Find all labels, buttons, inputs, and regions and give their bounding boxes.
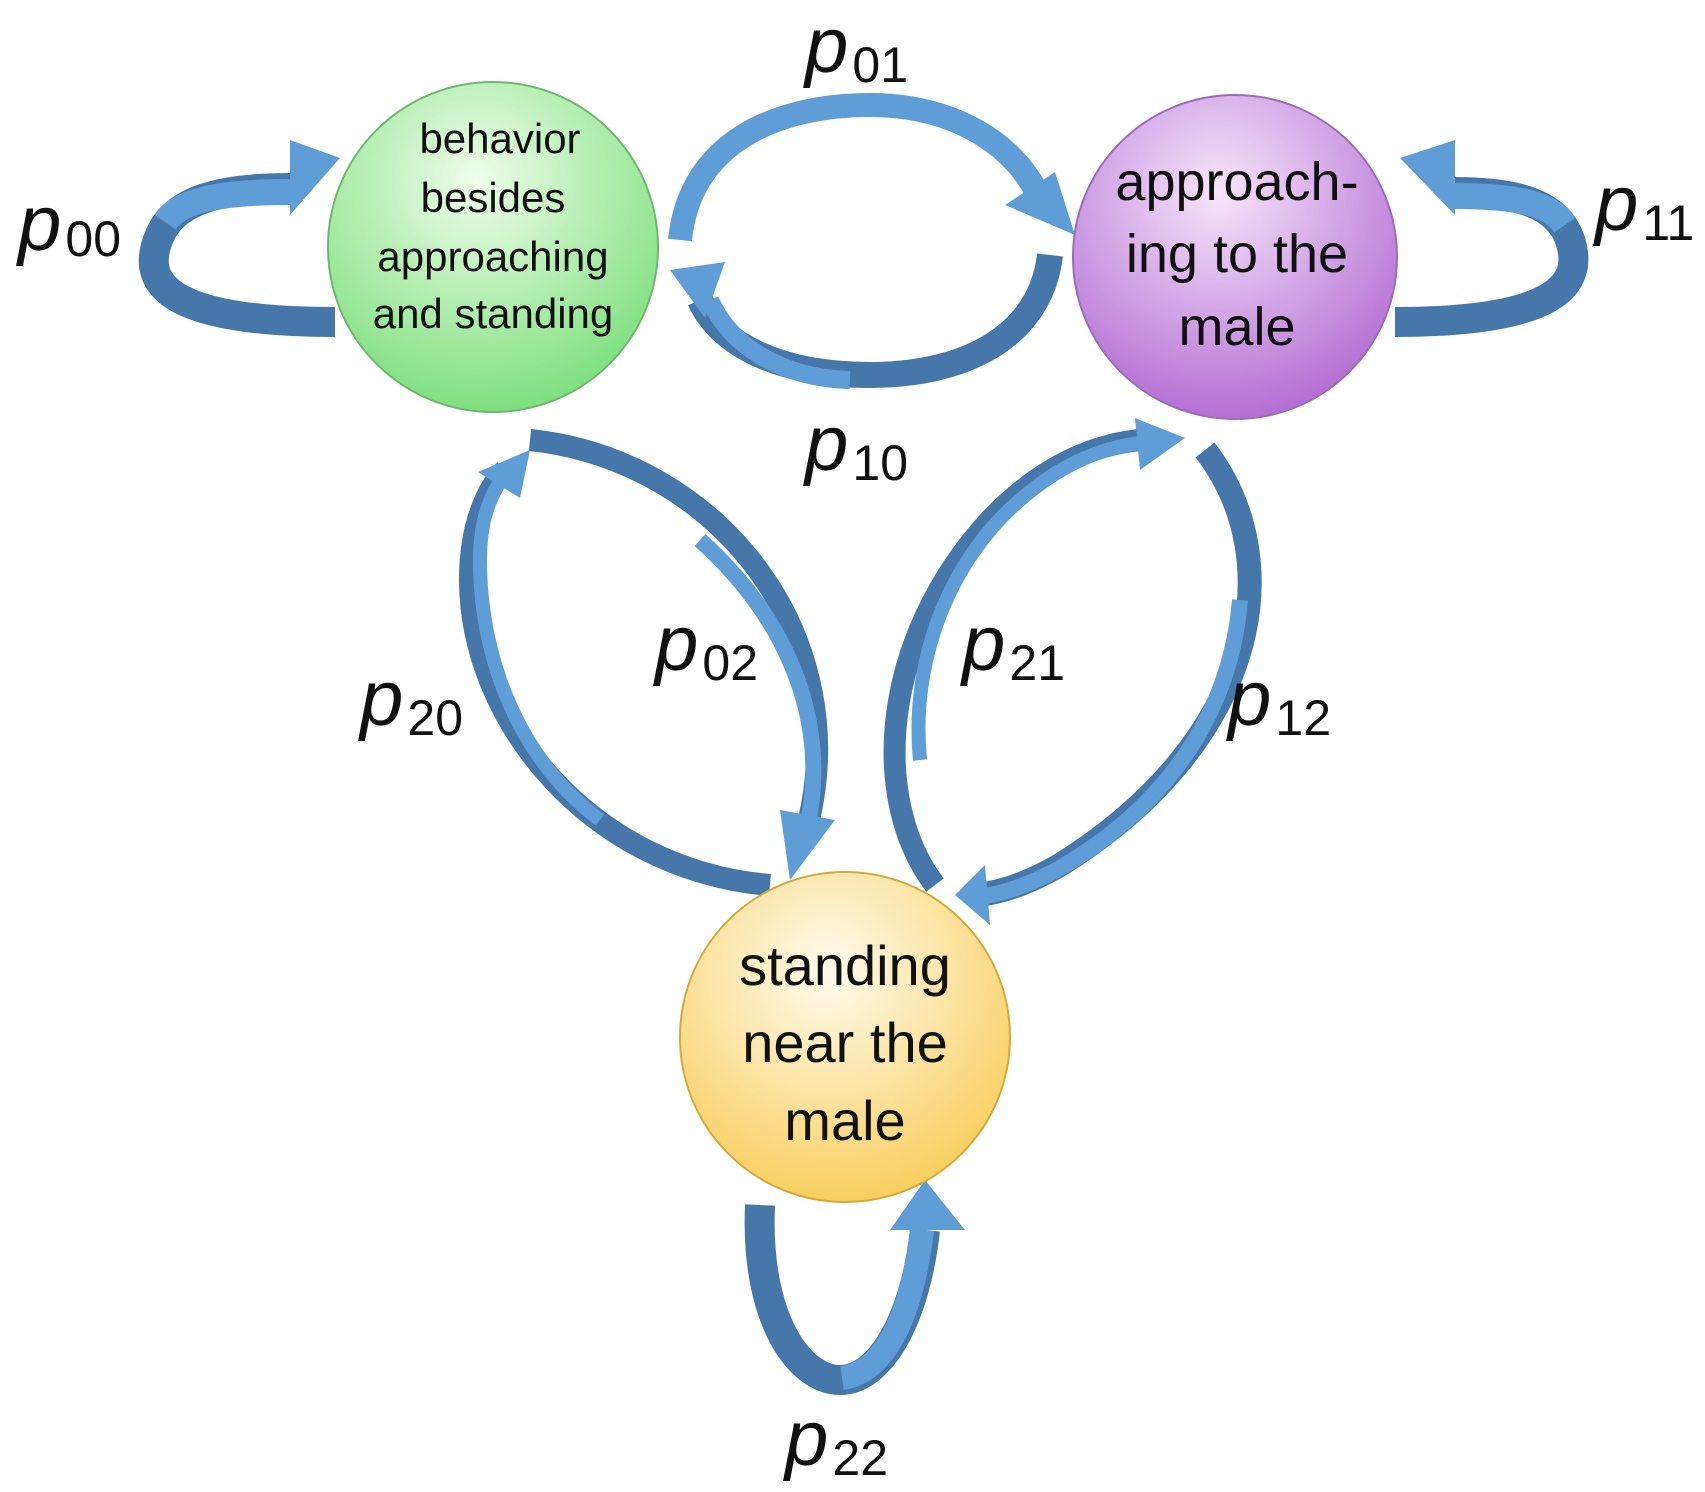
label-p12: p12 <box>1226 654 1331 746</box>
arrow-p21 <box>883 418 1185 892</box>
arrow-p11 <box>1394 140 1589 337</box>
label-p11: p11 <box>1593 159 1694 251</box>
state-2-circle <box>679 871 1011 1203</box>
label-p00: p00 <box>16 179 121 267</box>
label-p10-sub: 10 <box>852 435 908 491</box>
state-0-circle <box>327 81 659 413</box>
label-p22-sub: 22 <box>832 1430 888 1486</box>
label-p20: p20 <box>358 654 463 746</box>
state-2-label-line-3: male <box>784 1089 905 1152</box>
label-p01-main: p <box>803 1 848 89</box>
state-1-circle <box>1072 94 1398 420</box>
label-p21: p21 <box>960 599 1065 691</box>
state-1: approach- ing to the male <box>1072 94 1398 420</box>
arrow-p00 <box>138 140 340 337</box>
state-2-label-line-2: near the <box>742 1011 948 1074</box>
label-p02-main: p <box>653 599 698 687</box>
label-p22-main: p <box>783 1394 828 1482</box>
label-p11-sub: 11 <box>1642 195 1694 251</box>
arrow-p20 <box>458 450 771 896</box>
state-1-label-line-2: ing to the <box>1126 224 1348 284</box>
label-p01-sub: 01 <box>852 37 908 93</box>
label-p12-sub: 12 <box>1275 690 1331 746</box>
label-p02: p02 <box>653 599 758 691</box>
label-p12-main: p <box>1226 654 1271 742</box>
state-0: behavior besides approaching and standin… <box>327 81 659 413</box>
state-0-label-line-2: besides <box>421 174 566 221</box>
label-p21-sub: 21 <box>1009 635 1065 691</box>
label-p20-main: p <box>358 654 403 742</box>
label-p01: p01 <box>803 1 908 93</box>
arrow-p22 <box>744 1180 965 1396</box>
state-0-label-line-4: and standing <box>373 290 614 337</box>
arrow-p01 <box>668 92 1075 242</box>
arrow-p12 <box>955 442 1262 925</box>
state-0-label-line-1: behavior <box>419 115 580 162</box>
label-p10: p10 <box>803 399 908 491</box>
arrow-p10 <box>670 253 1063 389</box>
label-p20-sub: 20 <box>407 690 463 746</box>
label-p21-main: p <box>960 599 1005 687</box>
label-p11-main: p <box>1593 159 1638 247</box>
state-0-label-line-3: approaching <box>377 233 608 280</box>
state-2-label-line-1: standing <box>739 934 951 997</box>
label-p00-sub: 00 <box>65 211 121 267</box>
arrow-p02 <box>528 429 835 880</box>
state-1-label-line-1: approach- <box>1115 152 1358 212</box>
state-2: standing near the male <box>679 871 1011 1203</box>
label-p22: p22 <box>783 1394 888 1486</box>
state-1-label-line-3: male <box>1178 297 1295 357</box>
label-p00-main: p <box>16 179 61 267</box>
label-p10-main: p <box>803 399 848 487</box>
label-p02-sub: 02 <box>702 635 758 691</box>
